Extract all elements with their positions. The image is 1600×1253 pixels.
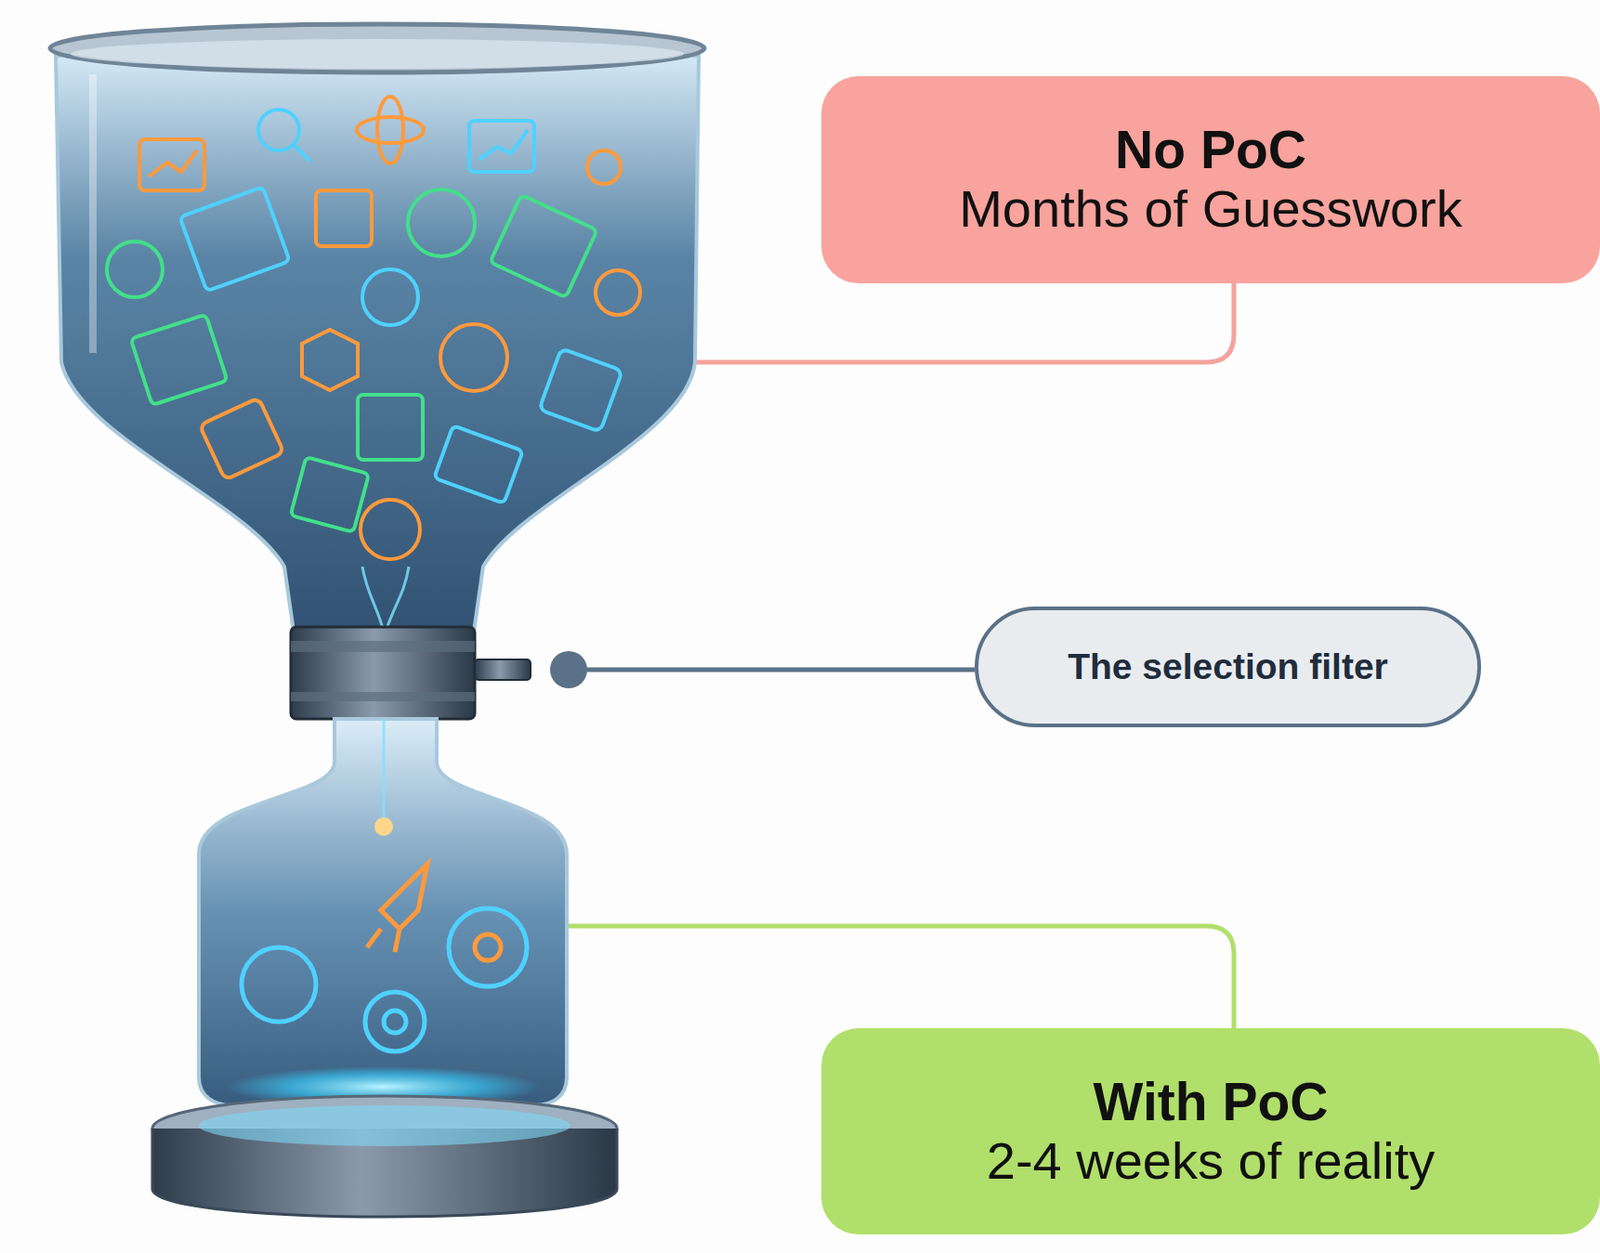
filter-nozzle xyxy=(474,659,531,681)
funnel-rim xyxy=(50,24,705,73)
filter-collar xyxy=(290,627,475,720)
result-icons xyxy=(241,864,527,1052)
bottle-glass xyxy=(198,719,567,1106)
leader-line xyxy=(566,926,1234,1029)
node-body: 2-4 weeks of reality xyxy=(986,1132,1435,1192)
callout-box: No PoCMonths of Guesswork xyxy=(821,76,1600,284)
leader-line xyxy=(694,283,1234,363)
node-heading: No PoC xyxy=(1114,120,1307,181)
node-heading: With PoC xyxy=(1093,1073,1329,1133)
funnel-glass xyxy=(55,55,699,632)
callout-box: With PoC2-4 weeks of reality xyxy=(821,1028,1600,1235)
label-pill: The selection filter xyxy=(974,606,1482,728)
leader-dot xyxy=(550,651,588,689)
leader-line xyxy=(568,668,975,673)
tech-icons xyxy=(106,96,641,560)
node-body: Months of Guesswork xyxy=(958,180,1463,239)
node-heading: The selection filter xyxy=(1067,646,1389,688)
